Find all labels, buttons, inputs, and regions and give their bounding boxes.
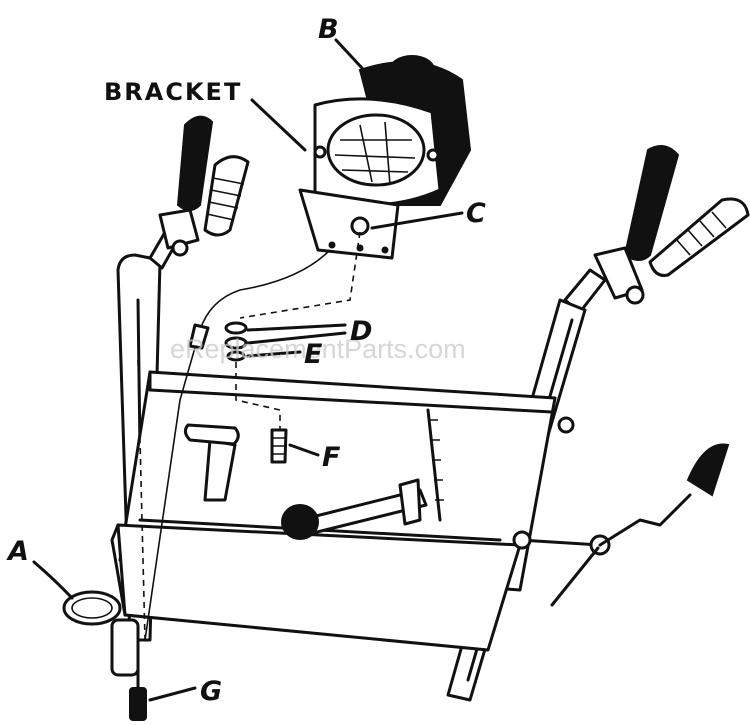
label-g: G	[200, 676, 222, 707]
mounting-hardware	[137, 231, 361, 641]
watermark-text: eReplacementParts.com	[170, 334, 466, 364]
label-c: C	[466, 198, 486, 229]
shift-lever	[183, 423, 240, 502]
chute-crank	[512, 443, 730, 607]
hose-clip	[62, 590, 122, 626]
leader-lines	[32, 38, 464, 702]
headlight	[313, 55, 472, 207]
label-d: D	[350, 316, 372, 347]
label-e: E	[304, 339, 323, 370]
label-bracket: BRACKET	[104, 78, 242, 106]
label-a: A	[6, 536, 29, 567]
left-grips	[158, 115, 250, 257]
chute-quadrant	[281, 408, 444, 540]
control-panel	[110, 370, 557, 652]
label-b: B	[318, 14, 339, 45]
cable-end-fitting	[129, 638, 147, 721]
wire-connector	[188, 323, 210, 350]
label-f: F	[322, 442, 341, 473]
right-grips	[593, 145, 750, 305]
headlight-bracket	[298, 188, 400, 260]
headlight-wire	[144, 249, 331, 641]
